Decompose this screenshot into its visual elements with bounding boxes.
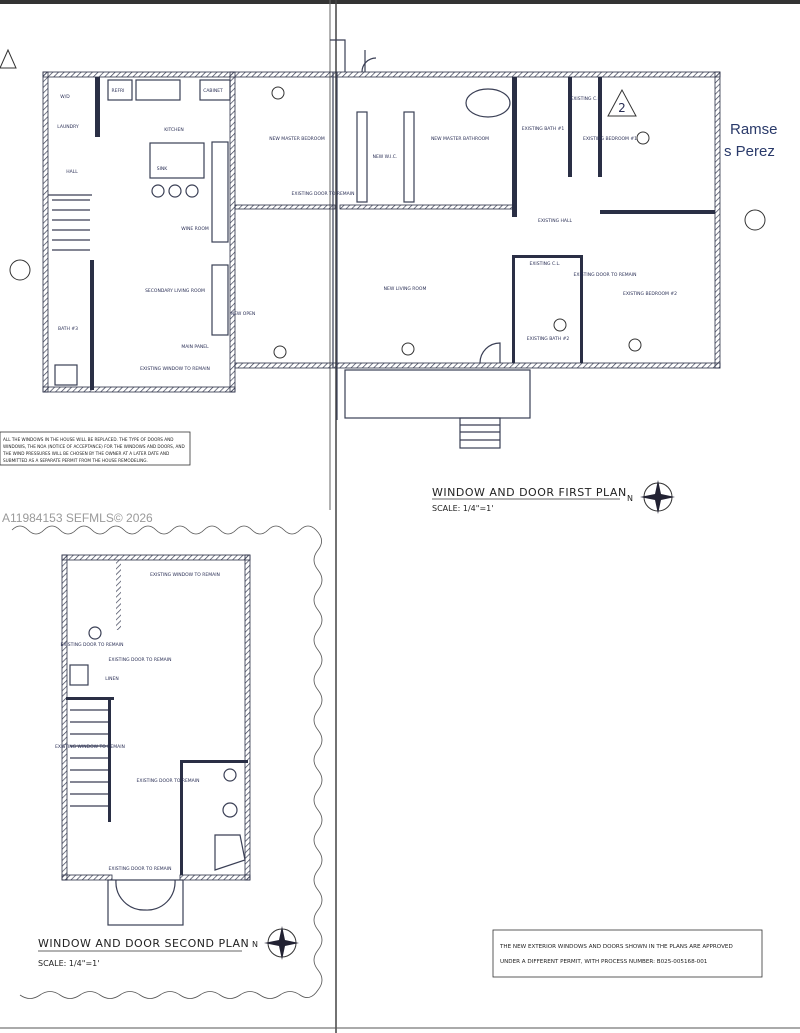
tag-label: NEW OPEN	[231, 311, 256, 317]
room-label: EXISTING HALL	[538, 218, 572, 224]
tag-label: EXISTING DOOR TO REMAIN	[109, 657, 172, 663]
room-label: EXISTING BATH #2	[527, 336, 570, 342]
second-plan: EXISTING WINDOW TO REMAIN EXISTING DOOR …	[55, 554, 251, 926]
north-arrow-icon: N	[252, 926, 299, 960]
tag-label: EXISTING DOOR TO REMAIN	[109, 866, 172, 872]
room-label: NEW W.I.C.	[373, 154, 398, 160]
svg-text:THE NEW EXTERIOR WINDOWS AND D: THE NEW EXTERIOR WINDOWS AND DOORS SHOWN…	[499, 944, 733, 950]
tag-label: CABINET	[203, 88, 223, 94]
tag-label: EXISTING DOOR TO REMAIN	[574, 272, 637, 278]
north-arrow-icon: N	[627, 480, 675, 514]
tag-label: EXISTING WINDOW TO REMAIN	[150, 572, 220, 578]
room-label: HALL	[66, 169, 78, 175]
svg-text:Ramse: Ramse	[730, 121, 778, 138]
room-label: LAUNDRY	[57, 124, 79, 130]
svg-text:ALL THE WINDOWS IN THE HOUSE W: ALL THE WINDOWS IN THE HOUSE WILL BE REP…	[3, 437, 173, 442]
room-label: KITCHEN	[164, 127, 184, 133]
tag-label: LINEN	[105, 676, 118, 682]
tag-label: EXISTING WINDOW TO REMAIN	[140, 366, 210, 372]
svg-text:N: N	[627, 494, 633, 503]
room-label: EXISTING BATH #1	[522, 126, 565, 132]
first-plan: 2 W/D LAUNDRY HALL REFRI CABINET KITCHEN…	[0, 39, 766, 449]
first-plan-scale: SCALE: 1/4"=1'	[432, 504, 493, 513]
tag-label: SINK	[157, 166, 169, 172]
svg-text:UNDER A DIFFERENT PERMIT, WITH: UNDER A DIFFERENT PERMIT, WITH PROCESS N…	[500, 959, 708, 965]
tag-label: EXISTING DOOR TO REMAIN	[137, 778, 200, 784]
room-label: EXISTING C.L.	[571, 96, 602, 102]
tag-label: REFRI	[111, 88, 124, 94]
room-label: W/D	[60, 94, 70, 100]
windows-note-box: ALL THE WINDOWS IN THE HOUSE WILL BE REP…	[0, 431, 191, 466]
room-label: EXISTING BEDROOM #1	[583, 136, 637, 142]
revision-triangle-left	[0, 48, 17, 69]
mls-watermark: A11984153 SEFMLS© 2026	[2, 511, 153, 525]
room-label: NEW MASTER BEDROOM	[269, 136, 325, 142]
svg-text:N: N	[252, 940, 258, 949]
room-label: NEW MASTER BATHROOM	[431, 136, 489, 142]
room-label: WINE ROOM	[181, 226, 209, 232]
room-label: BATH #3	[58, 326, 78, 332]
svg-text:THE WIND PRESSURES WILL BE CHO: THE WIND PRESSURES WILL BE CHOSEN BY THE…	[2, 451, 169, 456]
svg-text:SUBMITTED AS A SEPARATE PERMIT: SUBMITTED AS A SEPARATE PERMIT FROM THE …	[3, 458, 148, 463]
second-plan-scale: SCALE: 1/4"=1'	[38, 959, 99, 968]
revision-mark: 2	[618, 101, 626, 115]
digital-signature: Ramse s Perez	[724, 121, 778, 160]
tag-label: EXISTING WINDOW TO REMAIN	[55, 744, 125, 750]
room-label: NEW LIVING ROOM	[384, 286, 427, 292]
tag-label: EXISTING DOOR TO REMAIN	[61, 642, 124, 648]
room-label: EXISTING BEDROOM #2	[623, 291, 677, 297]
revision-triangle	[607, 88, 637, 117]
room-label: EXISTING C.L.	[530, 261, 561, 267]
first-plan-title: WINDOW AND DOOR FIRST PLAN	[432, 486, 627, 499]
ceiling-fan-symbols	[9, 86, 766, 359]
tag-label: MAIN PANEL	[181, 344, 209, 350]
tag-label: EXISTING DOOR TO REMAIN	[292, 191, 355, 197]
permit-note-box: THE NEW EXTERIOR WINDOWS AND DOORS SHOWN…	[492, 929, 763, 978]
room-label: SECONDARY LIVING ROOM	[145, 288, 205, 294]
second-plan-title: WINDOW AND DOOR SECOND PLAN	[38, 937, 249, 950]
svg-text:WINDOWS, THE NOA (NOTICE OF AC: WINDOWS, THE NOA (NOTICE OF ACCEPTANCE) …	[3, 444, 185, 449]
revision-cloud	[11, 525, 323, 999]
sheet-top-edge	[0, 0, 800, 4]
svg-text:s Perez: s Perez	[724, 143, 775, 160]
